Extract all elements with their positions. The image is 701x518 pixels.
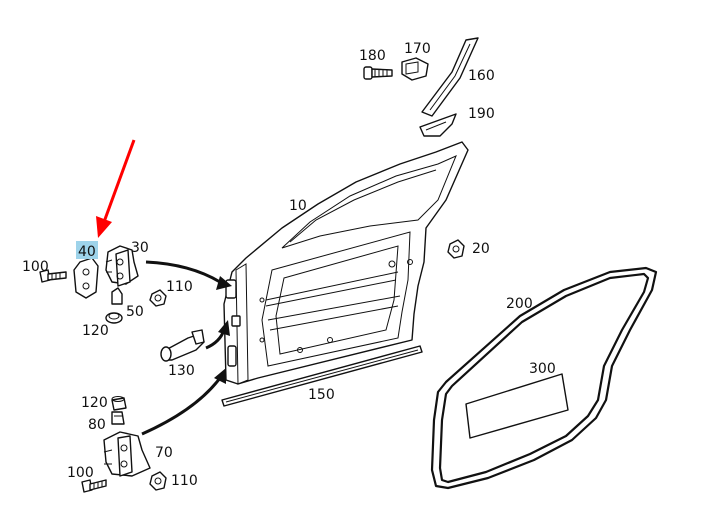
- part-40-check-strap[interactable]: [73, 257, 99, 299]
- assembly-arrow-upper-hinge: [145, 260, 232, 290]
- label-160: 160: [468, 68, 495, 84]
- part-130-bracket[interactable]: [160, 329, 205, 362]
- part-110-nut-bottom[interactable]: [149, 471, 167, 491]
- label-180: 180: [359, 48, 386, 64]
- part-120-bushing-bottom[interactable]: [111, 396, 127, 411]
- part-100-bolt-bottom[interactable]: [81, 479, 107, 493]
- part-110-nut-top[interactable]: [149, 289, 167, 307]
- assembly-arrow-lower-hinge: [141, 368, 226, 436]
- label-80: 80: [88, 417, 106, 433]
- label-300: 300: [529, 361, 556, 377]
- label-170: 170: [404, 41, 431, 57]
- part-300-pad[interactable]: [465, 373, 569, 439]
- label-150: 150: [308, 387, 335, 403]
- label-120-bottom: 120: [81, 395, 108, 411]
- part-10-door-shell[interactable]: [223, 141, 469, 385]
- label-120-top: 120: [82, 323, 109, 339]
- part-200-seal[interactable]: [430, 266, 658, 490]
- part-70-lower-hinge[interactable]: [103, 431, 151, 477]
- label-190: 190: [468, 106, 495, 122]
- part-170-clip[interactable]: [401, 57, 429, 81]
- part-20-nut[interactable]: [447, 239, 465, 259]
- label-130: 130: [168, 363, 195, 379]
- part-190-triangle[interactable]: [419, 113, 457, 137]
- part-180-screw[interactable]: [363, 66, 393, 80]
- label-200: 200: [506, 296, 533, 312]
- label-100-bottom: 100: [67, 465, 94, 481]
- part-100-bolt-top[interactable]: [39, 269, 67, 283]
- label-40[interactable]: 40: [78, 244, 96, 260]
- red-pointer-arrow: [96, 139, 136, 238]
- label-30: 30: [131, 240, 149, 256]
- part-80-pin[interactable]: [111, 411, 125, 425]
- part-30-upper-hinge[interactable]: [105, 245, 139, 287]
- part-150-sill-strip[interactable]: [221, 345, 423, 407]
- part-50-pin[interactable]: [111, 287, 123, 305]
- label-70: 70: [155, 445, 173, 461]
- label-10: 10: [289, 198, 307, 214]
- part-120-bushing-top[interactable]: [105, 312, 123, 324]
- assembly-arrow-bracket: [205, 320, 230, 350]
- label-110-top: 110: [166, 279, 193, 295]
- label-50: 50: [126, 304, 144, 320]
- label-20: 20: [472, 241, 490, 257]
- label-40-highlight: [76, 241, 98, 259]
- part-160-trim[interactable]: [421, 37, 479, 117]
- label-110-bottom: 110: [171, 473, 198, 489]
- label-100-top: 100: [22, 259, 49, 275]
